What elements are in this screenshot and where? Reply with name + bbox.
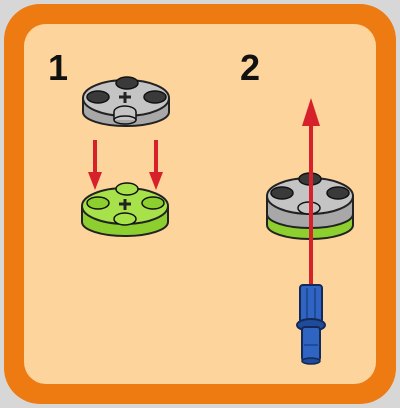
up-arrow-icon (302, 98, 320, 300)
step-number-2: 2 (240, 47, 261, 88)
green-round-plate-icon (81, 182, 169, 237)
stacked-plates-icon (266, 172, 354, 240)
step-number-1: 1 (48, 47, 69, 88)
down-arrow-icon (88, 140, 163, 190)
blue-axle-pin-icon (296, 284, 326, 365)
gray-round-plate-icon (82, 76, 170, 127)
